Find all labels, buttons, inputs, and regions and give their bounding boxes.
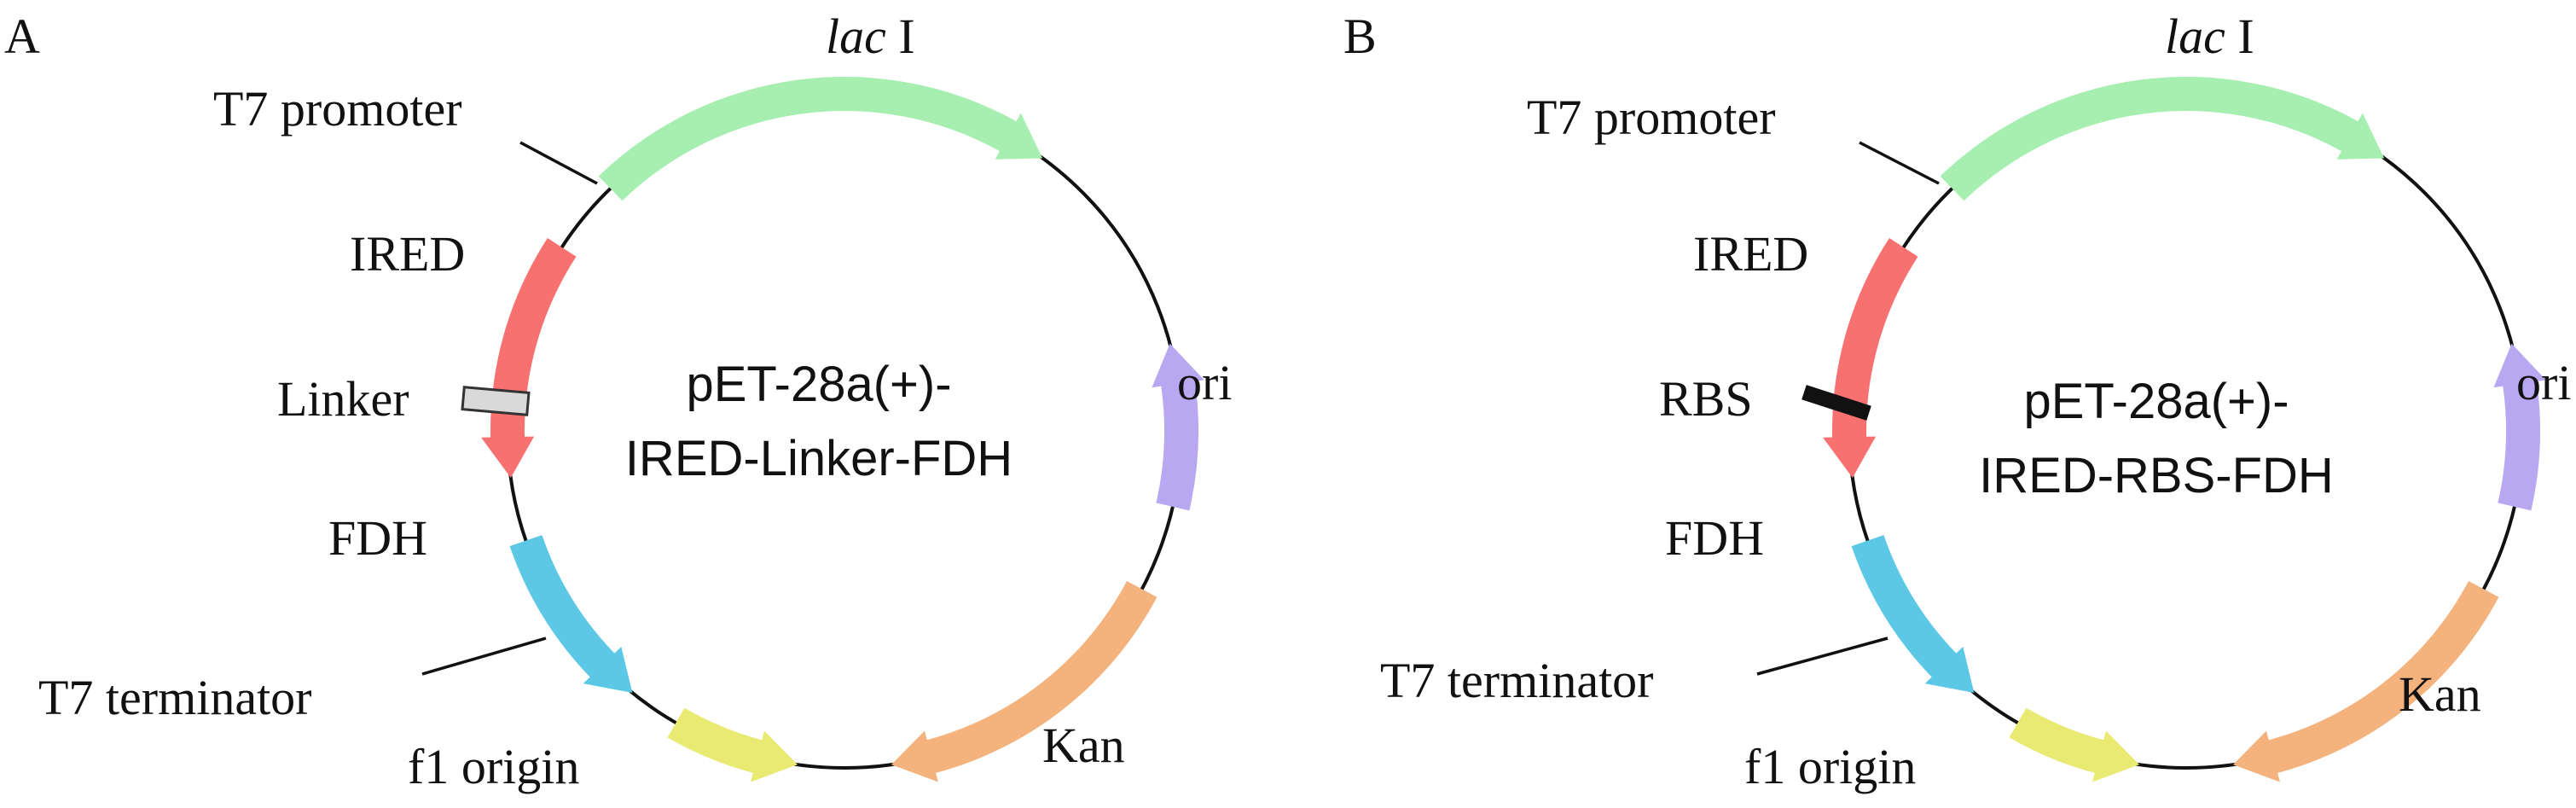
panel-letter-a: A xyxy=(4,9,40,64)
plasmid-b-f1-origin-feature xyxy=(2009,707,2140,782)
panel-b: B lac I T7 promoter IRED RBS FDH T7 term… xyxy=(1343,9,2571,794)
plasmid-b-t7-terminator-leader xyxy=(1756,637,1888,676)
plasmid-a-ired-feature xyxy=(481,237,577,478)
plasmid-b-t7-terminator-label: T7 terminator xyxy=(1380,653,1654,708)
plasmid-a-laci-feature xyxy=(598,77,1043,201)
plasmid-b-rbs-mark xyxy=(1801,385,1871,421)
plasmid-b-name-line-2: IRED-RBS-FDH xyxy=(1979,448,2334,503)
plasmid-b-ori-feature xyxy=(2493,343,2546,511)
plasmid-a-fdh-label: FDH xyxy=(328,510,427,566)
panel-letter-b: B xyxy=(1343,9,1377,64)
plasmid-a-ired-label: IRED xyxy=(350,226,465,282)
plasmid-a-laci-label: lac I xyxy=(826,9,915,64)
plasmid-b-rbs-label: RBS xyxy=(1659,371,1753,427)
plasmid-b-ori-label: ori xyxy=(2516,355,2571,410)
plasmid-a-name-line-2: IRED-Linker-FDH xyxy=(625,431,1012,486)
plasmid-b-ired-feature xyxy=(1823,237,1918,478)
plasmid-a-linker-box xyxy=(461,386,531,416)
plasmid-b-f1-origin-label: f1 origin xyxy=(1744,739,1916,794)
plasmid-a-f1-origin-label: f1 origin xyxy=(408,739,579,794)
plasmid-a-kan-feature xyxy=(891,581,1157,782)
plasmid-b-laci-feature xyxy=(1940,77,2385,201)
plasmid-b-t7-promoter-leader xyxy=(1859,141,1940,185)
plasmid-b-name-line-1: pET-28a(+)- xyxy=(2023,374,2289,429)
plasmid-a-f1-origin-feature xyxy=(667,707,798,782)
plasmid-b-fdh-feature xyxy=(1851,535,1975,693)
plasmid-a-ori-feature xyxy=(1152,343,1204,511)
plasmid-b-laci-label: lac I xyxy=(2165,9,2254,64)
plasmid-a-ori-label: ori xyxy=(1177,355,1232,410)
plasmid-a-name-line-1: pET-28a(+)- xyxy=(686,357,951,412)
plasmid-a-t7-promoter-label: T7 promoter xyxy=(213,81,462,137)
plasmid-b-fdh-label: FDH xyxy=(1665,510,1764,566)
plasmid-b-t7-promoter-label: T7 promoter xyxy=(1527,90,1776,145)
plasmid-b-ired-label: IRED xyxy=(1693,226,1808,282)
plasmid-a-kan-label: Kan xyxy=(1042,718,1125,773)
plasmid-a-fdh-feature xyxy=(509,535,633,693)
plasmid-b-kan-label: Kan xyxy=(2399,666,2481,722)
plasmid-b-kan-feature xyxy=(2232,581,2499,782)
plasmid-a-t7-terminator-label: T7 terminator xyxy=(38,670,312,725)
panel-a: A lac I T7 promoter IRED Linker FDH T7 t… xyxy=(4,9,1232,794)
plasmid-a-t7-promoter-leader xyxy=(519,141,598,185)
plasmid-a-linker-label: Linker xyxy=(277,371,409,427)
plasmid-a-t7-terminator-leader xyxy=(421,637,547,676)
